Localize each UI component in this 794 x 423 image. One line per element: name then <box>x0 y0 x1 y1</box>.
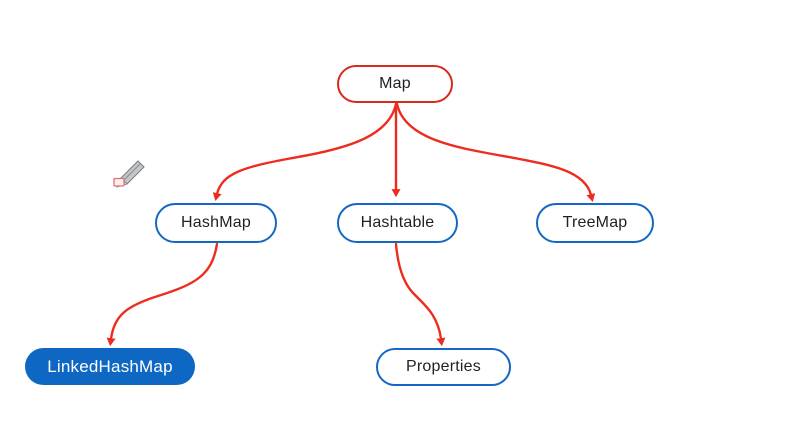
edge-map-hashmap <box>212 102 398 202</box>
node-hashmap: HashMap <box>155 203 277 243</box>
color-swatch-icon <box>113 177 125 187</box>
pencil-cursor-icon <box>113 160 145 188</box>
pencil-icon <box>116 160 145 188</box>
node-hashtable: Hashtable <box>337 203 458 243</box>
node-linkedhashmap: LinkedHashMap <box>25 348 195 385</box>
edge-hashtable-properties <box>394 242 446 347</box>
node-properties: Properties <box>376 348 511 386</box>
node-properties-label: Properties <box>406 358 481 375</box>
node-hashtable-label: Hashtable <box>360 214 435 231</box>
node-treemap: TreeMap <box>536 203 654 243</box>
node-map: Map <box>337 65 453 103</box>
node-hashmap-label: HashMap <box>181 214 251 231</box>
edge-map-treemap <box>395 102 596 202</box>
node-map-label: Map <box>379 75 411 92</box>
edge-hashmap-linkedhashmap <box>106 242 219 347</box>
node-treemap-label: TreeMap <box>562 214 628 231</box>
node-linkedhashmap-label: LinkedHashMap <box>47 356 173 376</box>
